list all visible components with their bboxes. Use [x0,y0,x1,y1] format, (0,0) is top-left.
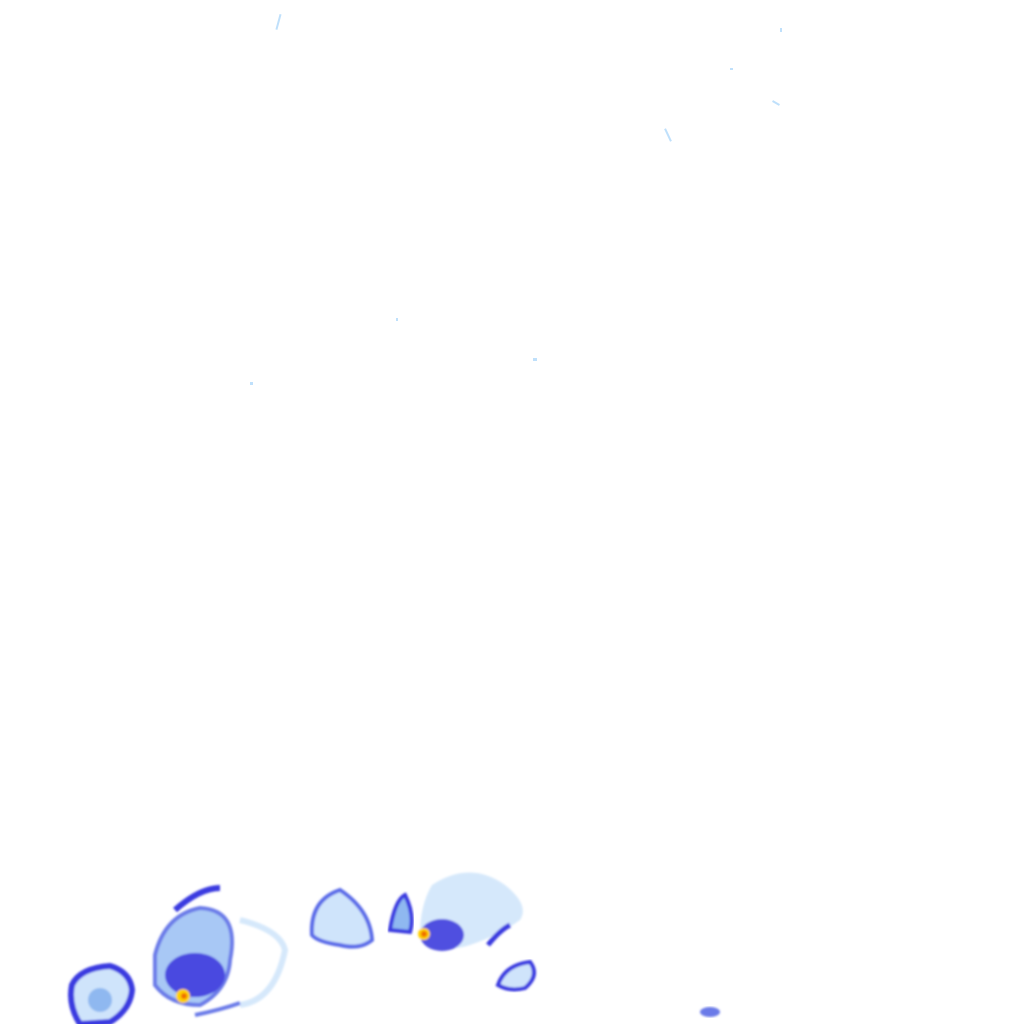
cell [153,885,289,1017]
cell [387,892,414,935]
cell [418,872,523,951]
cell [309,887,375,949]
cell [700,1007,720,1017]
background-specks [250,13,782,385]
cell [495,959,536,992]
cell [68,962,136,1024]
